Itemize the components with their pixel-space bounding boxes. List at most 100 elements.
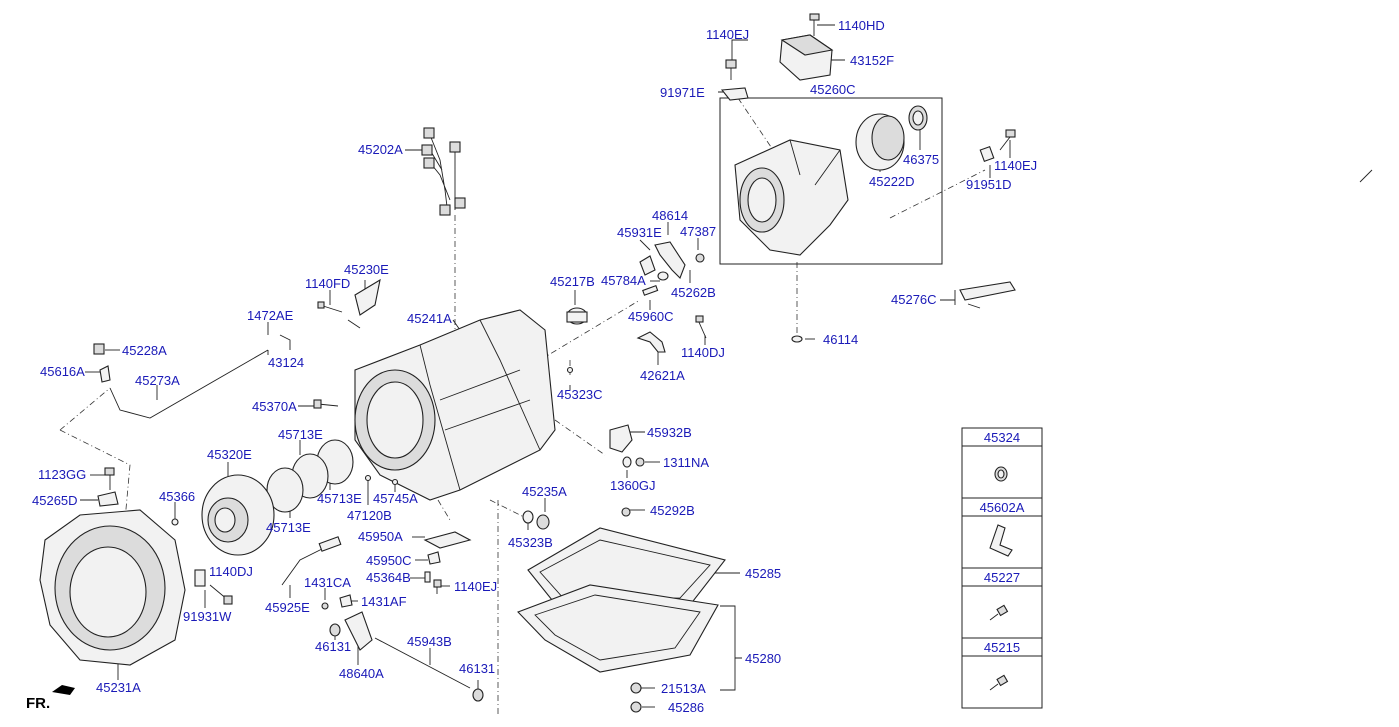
- label-91931w: 91931W: [183, 609, 232, 624]
- part-nut-1431ca: [321, 602, 329, 610]
- part-dipstick-45273a: [109, 334, 291, 419]
- part-pump-45320e: [201, 474, 275, 556]
- part-seal-46131-a: [329, 623, 341, 637]
- plug-icon: [994, 466, 1008, 482]
- label-45713e-mid: 45713E: [317, 491, 362, 506]
- label-1140dj-mid: 1140DJ: [681, 345, 725, 360]
- label-45217b: 45217B: [550, 274, 595, 289]
- part-bolt-1123gg: [104, 467, 115, 490]
- label-45262b: 45262B: [671, 285, 716, 300]
- label-46131-b: 46131: [459, 661, 495, 676]
- label-46114: 46114: [823, 332, 858, 347]
- label-45925e: 45925E: [265, 600, 310, 615]
- part-clip-91971e: [720, 87, 749, 101]
- part-magnet-21513a: [630, 682, 642, 694]
- part-plug-47120b: [364, 474, 372, 482]
- part-bushing-45222d: [855, 113, 905, 171]
- part-plug-45366: [171, 518, 179, 526]
- label-1140ej-top: 1140EJ: [706, 27, 749, 42]
- label-91951d: 91951D: [966, 177, 1012, 192]
- part-bolt-1140ej-right: [999, 129, 1016, 151]
- part-nut-47387: [695, 253, 705, 263]
- label-1472ae: 1472AE: [247, 308, 294, 323]
- label-43152f: 43152F: [850, 53, 894, 68]
- part-lever-48614: [654, 241, 686, 279]
- label-1360gj: 1360GJ: [610, 478, 656, 493]
- part-bracket-43152f: [779, 34, 834, 81]
- label-45950a: 45950A: [358, 529, 403, 544]
- part-shaft-45943b: [374, 637, 471, 689]
- table-header-2: 45227: [984, 570, 1020, 585]
- part-bolt-1140dj-mid: [695, 315, 707, 339]
- part-bolt-1140dj-left: [209, 584, 233, 605]
- part-plug-45745a: [391, 478, 399, 486]
- label-46131-a: 46131: [315, 639, 351, 654]
- part-orings-45713e: [266, 439, 354, 513]
- bolt-icon: [989, 604, 1009, 621]
- label-45320e: 45320E: [207, 447, 252, 462]
- part-bolt-1140fd: [317, 301, 343, 313]
- label-45285: 45285: [745, 566, 781, 581]
- table-header-3: 45215: [984, 640, 1020, 655]
- label-91971e: 91971E: [660, 85, 705, 100]
- label-45370a: 45370A: [252, 399, 297, 414]
- label-45222d: 45222D: [869, 174, 915, 189]
- label-45713e-low: 45713E: [266, 520, 311, 535]
- label-45960c: 45960C: [628, 309, 674, 324]
- part-clip-91951d: [979, 145, 995, 163]
- label-45231a: 45231A: [96, 680, 141, 695]
- part-oil-pan-45280: [517, 584, 719, 673]
- part-bolt-45370a: [313, 399, 339, 409]
- part-bolt-1140hd: [809, 13, 820, 36]
- label-1140hd: 1140HD: [838, 18, 885, 33]
- label-45235a: 45235A: [522, 484, 567, 499]
- label-45323c: 45323C: [557, 387, 603, 402]
- part-washer-1360gj: [622, 456, 632, 468]
- label-47120b: 47120B: [347, 508, 392, 523]
- label-45943b: 45943B: [407, 634, 452, 649]
- part-bracket-45950a: [423, 531, 472, 549]
- part-seal-46131-b: [472, 688, 484, 702]
- part-washer-45323b: [522, 510, 534, 524]
- part-seal-46375: [908, 105, 928, 131]
- part-clip-45616a: [99, 365, 111, 383]
- part-washer-45262b: [657, 271, 669, 281]
- label-1140fd: 1140FD: [305, 276, 350, 291]
- label-45784a: 45784A: [601, 273, 646, 288]
- label-21513a: 21513A: [661, 681, 706, 696]
- part-lever-1431af: [339, 594, 353, 608]
- label-45745a: 45745A: [373, 491, 418, 506]
- part-oring-46114: [791, 335, 803, 343]
- part-bracket-45932b: [609, 424, 633, 453]
- label-43124: 43124: [268, 355, 304, 370]
- label-45276c: 45276C: [891, 292, 937, 307]
- part-main-case-45241a: [354, 309, 556, 501]
- label-45228a: 45228A: [122, 343, 167, 358]
- label-48614: 48614: [652, 208, 688, 223]
- part-pin-45784a: [642, 285, 659, 296]
- label-fr: FR.: [26, 695, 50, 712]
- part-clip-45931e: [639, 255, 656, 276]
- label-45364b: 45364B: [366, 570, 411, 585]
- part-pin-45364b: [424, 571, 431, 583]
- label-45241a: 45241A: [407, 311, 452, 326]
- label-45366: 45366: [159, 489, 195, 504]
- label-45280: 45280: [745, 651, 781, 666]
- label-1431af: 1431AF: [361, 594, 407, 609]
- label-45260c: 45260C: [810, 82, 856, 97]
- part-cable-45925e: [281, 536, 342, 586]
- label-45286: 45286: [668, 700, 704, 715]
- table-header-1: 45602A: [980, 500, 1025, 515]
- part-bolt-1140ej-top: [725, 59, 737, 80]
- part-clip-45950c: [427, 551, 441, 565]
- table-header-0: 45324: [984, 430, 1020, 445]
- label-1140ej-bottom: 1140EJ: [454, 579, 497, 594]
- label-45202a: 45202A: [358, 142, 403, 157]
- label-1123gg: 1123GG: [38, 467, 86, 482]
- label-45932b: 45932B: [647, 425, 692, 440]
- label-45265d: 45265D: [32, 493, 78, 508]
- part-converter-housing-45231a: [39, 509, 186, 666]
- part-bracket-42621a: [636, 331, 666, 353]
- part-plug-45235a: [536, 514, 550, 530]
